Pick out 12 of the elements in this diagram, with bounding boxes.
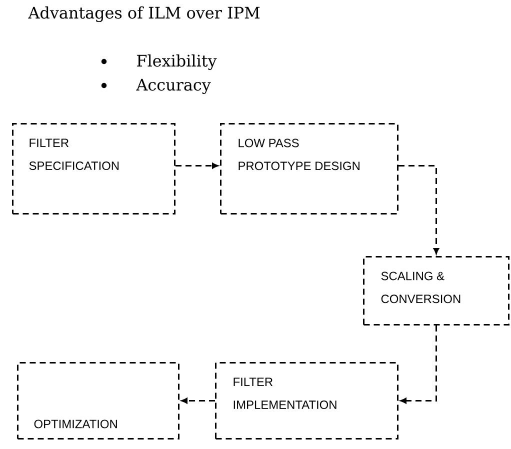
process-box: FILTER IMPLEMENTATION [215, 362, 398, 440]
process-box: FILTER SPECIFICATION [12, 123, 176, 214]
arrow [181, 398, 215, 404]
arrow [400, 326, 437, 404]
process-box: LOW PASS PROTOTYPE DESIGN [220, 123, 398, 214]
process-box: SCALING & CONVERSION [363, 256, 510, 326]
arrow [176, 162, 218, 169]
arrow [398, 165, 440, 254]
list-item: Accuracy [136, 78, 211, 94]
process-box: OPTIMIZATION [17, 362, 180, 440]
title: Advantages of ILM over IPM [28, 6, 260, 22]
list-item: Flexibility [137, 54, 217, 70]
